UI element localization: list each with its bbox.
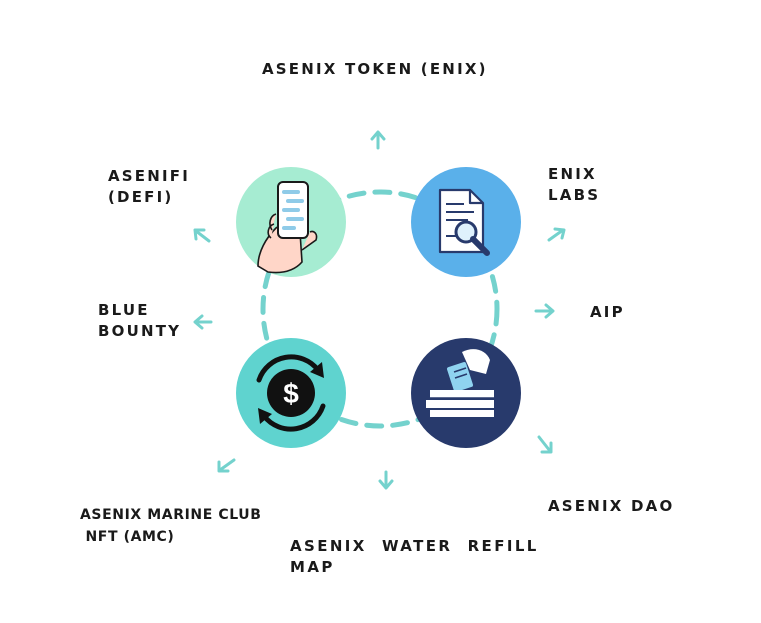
svg-text:$: $ <box>283 378 299 409</box>
arrow-left-icon <box>193 314 213 330</box>
label-asenix-marine-club: ASENIX MARINE CLUB NFT (AMC) <box>80 507 262 545</box>
label-aip: AIP <box>590 303 625 321</box>
arrow-up-icon <box>370 130 386 150</box>
arrow-downright-icon <box>537 435 553 454</box>
label-asenix-token: ASENIX TOKEN (ENIX) <box>262 60 488 78</box>
label-enix-labs: ENIX LABS <box>548 165 601 204</box>
label-water-refill-map: ASENIX WATER REFILL MAP <box>290 537 539 576</box>
arrow-upleft-icon <box>193 228 211 243</box>
document-search-icon <box>411 167 521 277</box>
arrow-down-icon <box>378 470 394 490</box>
ballot-box-icon <box>411 338 521 448</box>
dashed-ring <box>260 189 500 429</box>
label-asenix-dao: ASENIX DAO <box>548 497 675 515</box>
dollar-cycle-icon: $ <box>236 338 346 448</box>
arrow-upright-icon <box>547 227 566 242</box>
arrow-icons <box>193 130 566 490</box>
arrow-downleft-icon <box>217 458 236 473</box>
arrow-right-icon <box>534 303 555 319</box>
phone-in-hand-icon <box>236 167 346 277</box>
label-blue-bounty: BLUE BOUNTY <box>98 301 182 340</box>
label-asenifi-defi: ASENIFI (DEFI) <box>108 167 191 206</box>
